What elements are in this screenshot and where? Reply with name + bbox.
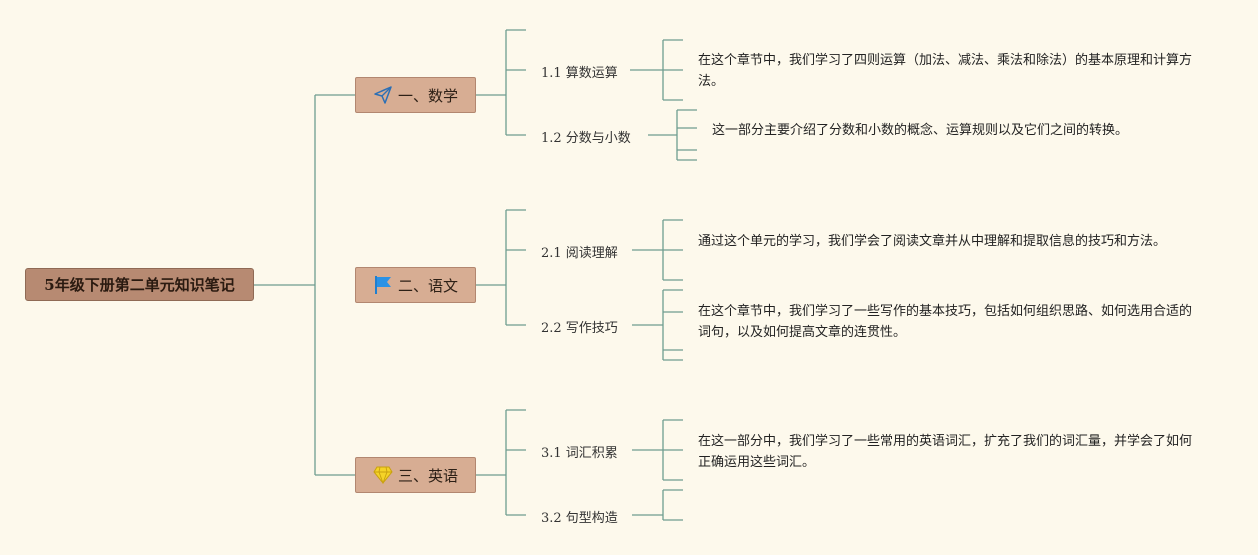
flag-icon xyxy=(373,275,393,295)
branch-label: 二、语文 xyxy=(397,276,458,295)
note-fractions-decimals: 这一部分主要介绍了分数和小数的概念、运算规则以及它们之间的转换。 xyxy=(712,123,1129,138)
branch-english[interactable]: 三、英语 xyxy=(355,457,476,493)
branch-chinese[interactable]: 二、语文 xyxy=(355,267,476,303)
subtopic-arithmetic[interactable]: 1.1 算数运算 xyxy=(541,66,618,81)
root-topic[interactable]: 5年级下册第二单元知识笔记 xyxy=(25,268,254,301)
note-writing: 在这个章节中，我们学习了一些写作的基本技巧，包括如何组织思路、如何选用合适的词句… xyxy=(698,304,1193,340)
subtopic-vocabulary[interactable]: 3.1 词汇积累 xyxy=(541,446,618,461)
note-reading: 通过这个单元的学习，我们学会了阅读文章并从中理解和提取信息的技巧和方法。 xyxy=(698,234,1167,249)
note-vocabulary: 在这一部分中，我们学习了一些常用的英语词汇，扩充了我们的词汇量，并学会了如何正确… xyxy=(698,434,1193,470)
branch-math[interactable]: 一、数学 xyxy=(355,77,476,113)
subtopic-writing[interactable]: 2.2 写作技巧 xyxy=(541,321,618,336)
subtopic-fractions-decimals[interactable]: 1.2 分数与小数 xyxy=(541,131,631,146)
branch-label: 三、英语 xyxy=(397,466,458,485)
subtopic-reading[interactable]: 2.1 阅读理解 xyxy=(541,246,618,261)
diamond-icon xyxy=(373,465,393,485)
paper-plane-icon xyxy=(373,85,393,105)
subtopic-sentence-structure[interactable]: 3.2 句型构造 xyxy=(541,511,618,526)
branch-label: 一、数学 xyxy=(397,86,458,105)
note-arithmetic: 在这个章节中，我们学习了四则运算（加法、减法、乘法和除法）的基本原理和计算方法。 xyxy=(698,53,1193,89)
